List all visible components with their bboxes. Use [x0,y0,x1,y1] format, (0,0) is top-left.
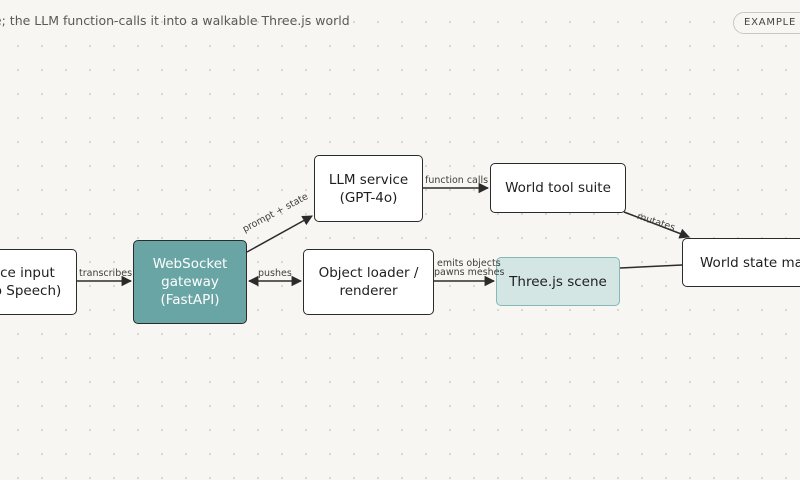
edge-label-pushes: pushes [258,268,292,279]
world-tool-suite-node[interactable]: World tool suite [490,163,626,213]
edge-prompt-state [246,215,313,253]
threejs-scene-label: Three.js scene [509,273,607,290]
edge-label-spawns-meshes: pawns meshes [434,267,505,278]
voice-input-node[interactable]: ce input o Speech) [0,249,77,315]
edge-label-emits-objects: emits objects [437,258,501,269]
world-tool-suite-label: World tool suite [505,180,611,196]
world-state-manager-node[interactable]: World state man [682,238,800,287]
voice-input-label: ce input o Speech) [0,265,62,299]
websocket-gateway-label: WebSocket gateway (FastAPI) [152,256,228,308]
edge-label-transcribes: transcribes [79,268,133,279]
edge-label-function-calls: function calls [425,175,489,186]
websocket-gateway-node[interactable]: WebSocket gateway (FastAPI) [133,240,247,324]
edge-state-to-scene [619,264,683,269]
world-state-manager-label: World state man [700,254,800,271]
example-badge[interactable]: EXAMPLE S [733,12,800,34]
edge-mutates [623,211,690,239]
object-loader-label: Object loader / renderer [318,265,419,299]
diagram-subtitle: ne; the LLM function-calls it into a wal… [0,13,350,28]
llm-service-label: LLM service (GPT-4o) [328,171,409,206]
threejs-scene-node[interactable]: Three.js scene [496,257,620,306]
object-loader-node[interactable]: Object loader / renderer [303,249,434,315]
llm-service-node[interactable]: LLM service (GPT-4o) [314,155,423,222]
